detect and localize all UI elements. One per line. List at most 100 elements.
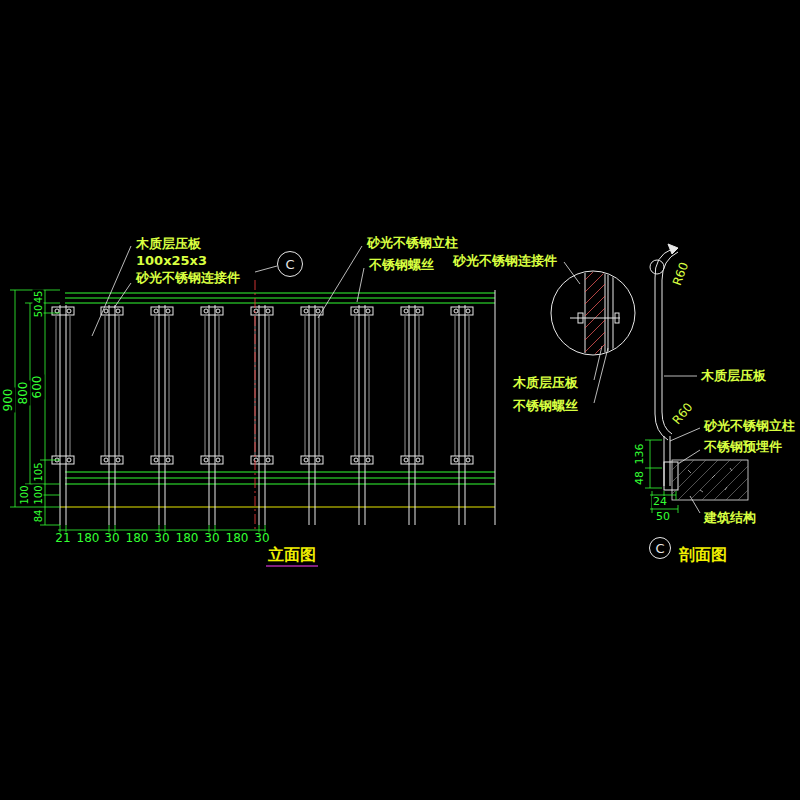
post-set xyxy=(401,305,423,525)
dimension: 136 xyxy=(634,443,646,466)
ground-line xyxy=(60,507,495,508)
leader-line xyxy=(594,348,608,403)
post-set xyxy=(52,305,74,525)
detail-circle xyxy=(615,313,619,323)
detail-circle xyxy=(551,260,635,370)
dimension-line xyxy=(650,509,678,510)
ground-line xyxy=(495,290,496,525)
part-label: 砂光不锈钢连接件 xyxy=(452,254,558,268)
building-structure xyxy=(672,460,748,500)
part-label: 不锈钢螺丝 xyxy=(368,258,435,272)
leader-line xyxy=(678,450,700,464)
part-label: 砂光不锈钢立柱 xyxy=(366,236,459,250)
section-profile xyxy=(670,436,671,486)
section-cut-line xyxy=(255,280,256,530)
dimension: 600 xyxy=(31,375,44,400)
post-set xyxy=(52,305,473,525)
dimension: 45 xyxy=(33,290,44,305)
detail-circle xyxy=(578,313,583,323)
dimension-line xyxy=(645,440,678,513)
rail-band xyxy=(65,484,495,485)
title-underline xyxy=(266,566,318,567)
radius-label: R60 xyxy=(670,260,691,289)
rail-band xyxy=(65,298,495,299)
dimension: 30 xyxy=(103,532,120,545)
section-cut-line xyxy=(255,266,277,530)
rail-band xyxy=(65,293,495,484)
dimension-line xyxy=(58,530,266,531)
section-callout: C xyxy=(649,537,671,559)
post-set xyxy=(451,305,473,525)
view-title: 剖面图 xyxy=(678,546,728,564)
section-profile xyxy=(668,244,678,254)
building-structure xyxy=(672,460,748,500)
view-title: 立面图 xyxy=(267,546,317,564)
part-label: 不锈钢螺丝 xyxy=(512,399,579,413)
post-set xyxy=(351,305,373,525)
dimension: 30 xyxy=(153,532,170,545)
building-structure xyxy=(672,460,748,500)
dimension: 48 xyxy=(634,470,646,486)
callout-letter: C xyxy=(285,258,294,271)
section-profile xyxy=(655,249,672,440)
dimension: 180 xyxy=(225,532,250,545)
rail-band xyxy=(65,303,495,304)
leader-line xyxy=(318,246,362,318)
post-set xyxy=(151,305,173,525)
part-label: 建筑结构 xyxy=(703,511,757,525)
dimension: 105 xyxy=(33,461,44,482)
leader-line xyxy=(92,246,131,336)
post-set xyxy=(251,305,273,525)
dimension: 180 xyxy=(76,532,101,545)
part-label: 砂光不锈钢立柱 xyxy=(703,419,796,433)
dimension: 100 xyxy=(19,484,30,505)
dimension: 180 xyxy=(175,532,200,545)
rail-band xyxy=(65,293,495,294)
dimension: 21 xyxy=(54,532,71,545)
leader-line xyxy=(357,268,364,302)
post-set xyxy=(201,305,223,525)
building-structure xyxy=(688,468,732,492)
part-label: 木质层压板 xyxy=(135,237,202,251)
dimension: 30 xyxy=(253,532,270,545)
detail-circle xyxy=(585,260,605,364)
section-callout: C xyxy=(277,251,303,277)
dimension: 180 xyxy=(125,532,150,545)
size-label: 100x25x3 xyxy=(135,254,208,268)
part-label: 砂光不锈钢连接件 xyxy=(135,271,241,285)
section-cut-line xyxy=(255,266,277,272)
dimension: 84 xyxy=(33,509,44,524)
rail-band xyxy=(65,478,495,479)
dimension: 24 xyxy=(652,496,668,508)
leader-line xyxy=(92,246,700,513)
building-structure xyxy=(672,460,748,500)
dimension-line xyxy=(10,290,266,535)
dimension-line xyxy=(650,440,651,488)
leader-line xyxy=(664,376,697,377)
part-label: 不锈钢预埋件 xyxy=(703,440,783,454)
post-set xyxy=(101,305,123,525)
dimension: 30 xyxy=(203,532,220,545)
dimension-line xyxy=(45,290,46,525)
dimension: 800 xyxy=(17,381,30,406)
leader-line xyxy=(114,283,131,308)
part-label: 木质层压板 xyxy=(512,376,579,390)
detail-circle xyxy=(585,260,605,370)
detail-circle xyxy=(608,260,609,370)
detail-circle xyxy=(570,260,620,370)
dimension: 50 xyxy=(655,511,671,523)
dimension: 900 xyxy=(2,388,15,413)
leader-line xyxy=(670,428,700,441)
rail-band xyxy=(65,472,495,473)
dimension-line xyxy=(645,440,662,488)
ground-line xyxy=(60,290,495,525)
dimension: 100 xyxy=(33,484,44,505)
part-label: 木质层压板 xyxy=(700,369,767,383)
post-set xyxy=(301,305,323,525)
radius-label: R60 xyxy=(670,400,697,428)
dimension: 50 xyxy=(33,304,44,319)
callout-letter: C xyxy=(655,542,664,555)
section-profile xyxy=(650,260,664,274)
